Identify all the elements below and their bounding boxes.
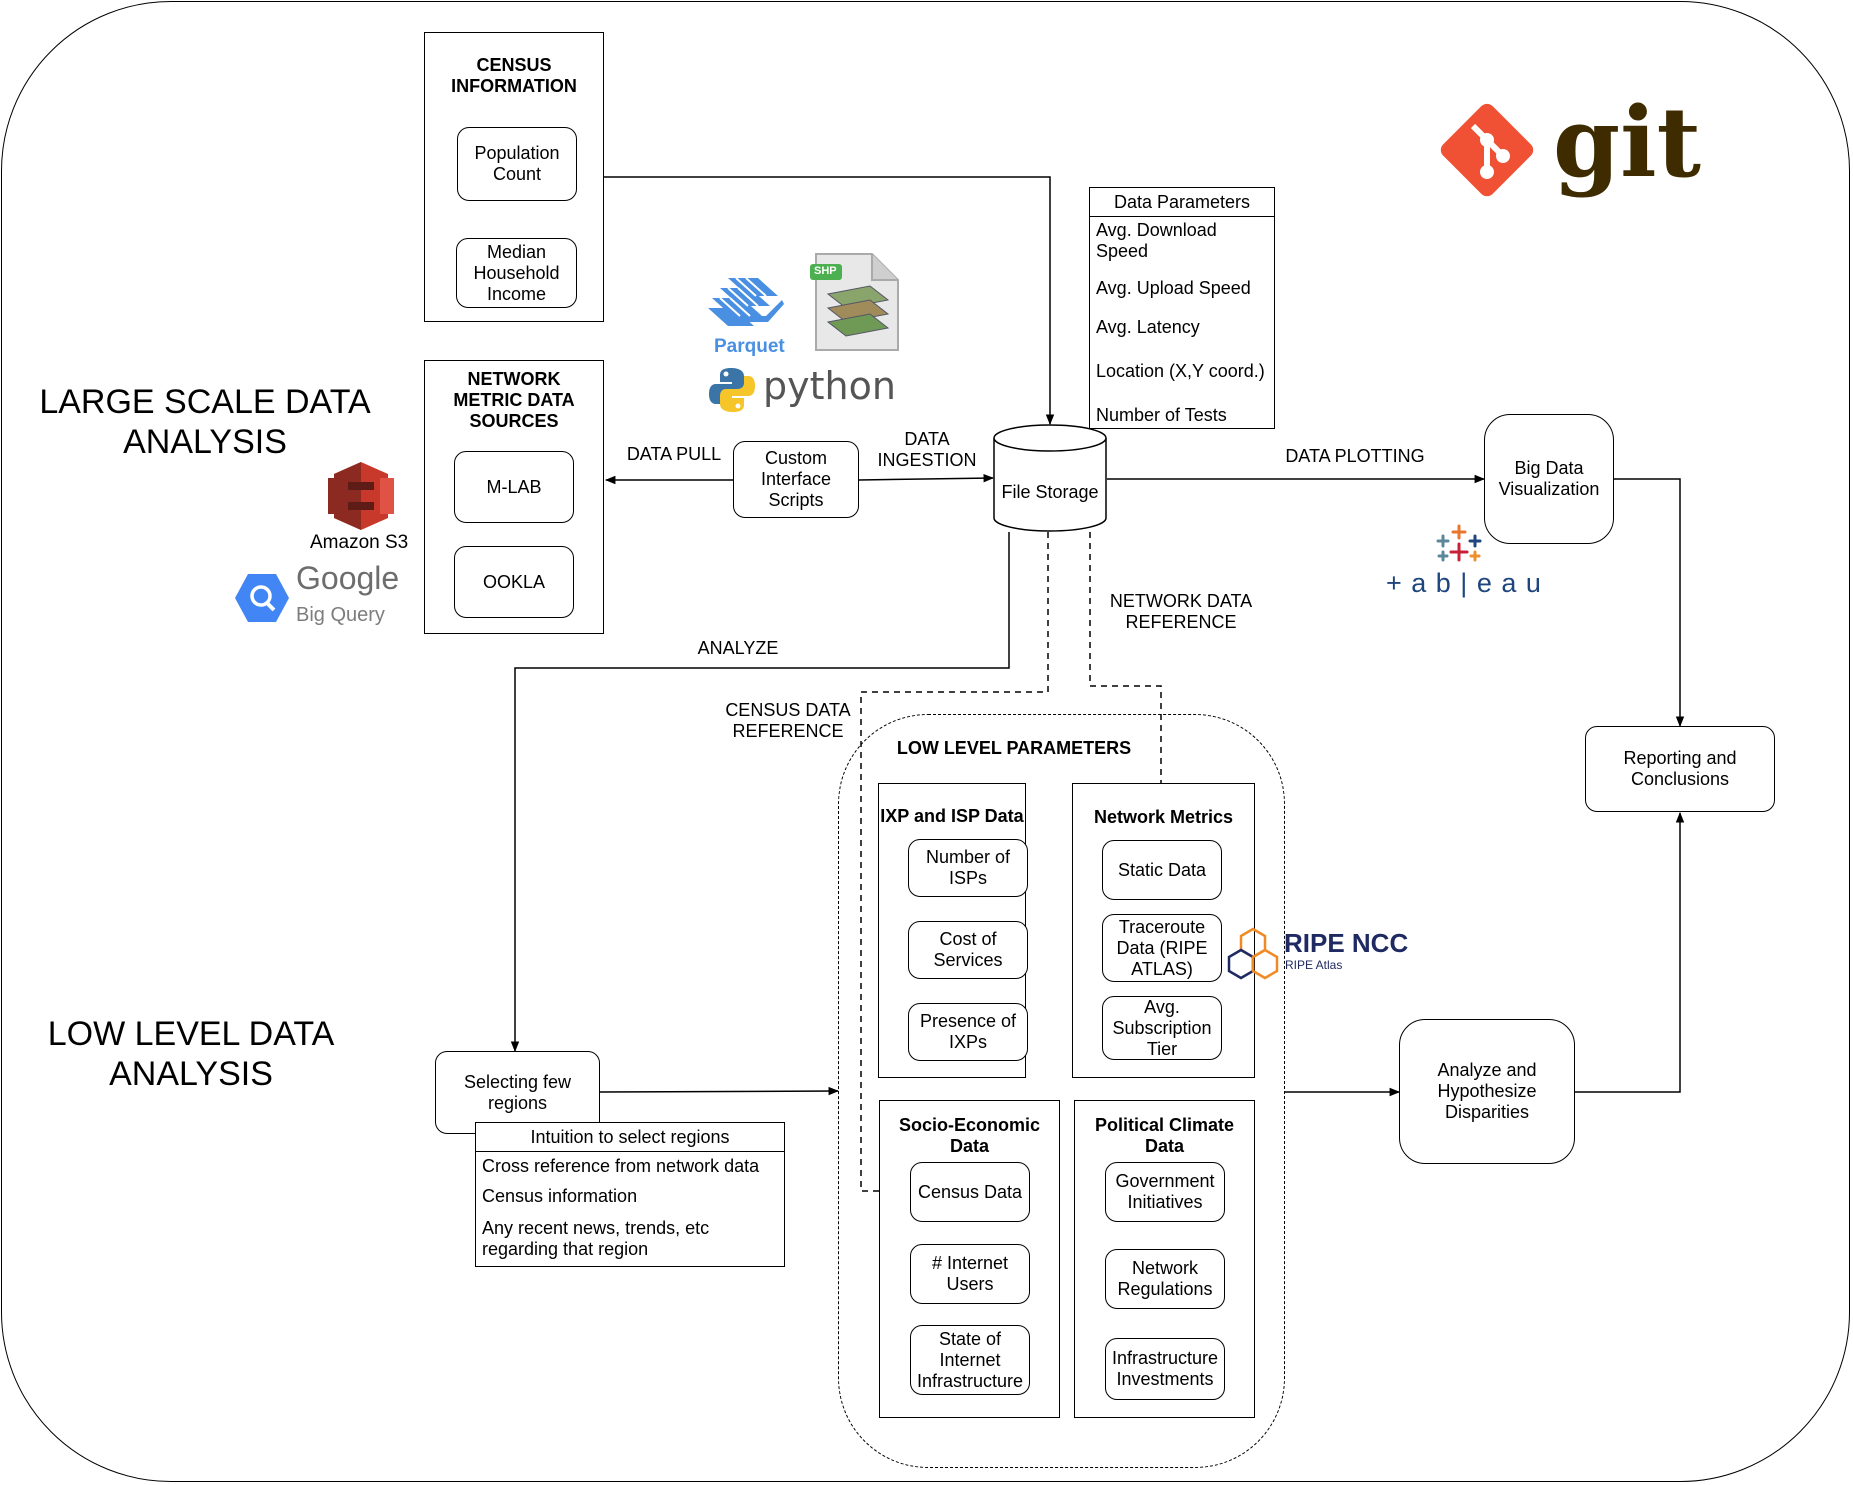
census-data: Census Data [910,1162,1030,1222]
network-sources-title: NETWORK METRIC DATA SOURCES [453,369,575,431]
selecting-regions: Selecting few regions [435,1051,600,1134]
cost-of-services: Cost of Services [908,921,1028,979]
param-upload: Avg. Upload Speed [1096,278,1251,298]
file-storage: File Storage [993,424,1107,534]
infrastructure-investments: Infrastructure Investments [1105,1338,1225,1400]
file-storage-cylinder-icon [993,424,1107,532]
low-level-parameters-title: LOW LEVEL PARAMETERS [896,738,1132,758]
socio-economic-title: Socio-Economic Data [898,1115,1041,1156]
git-logo: git [1435,88,1701,202]
edge-network-data-reference [1089,532,1166,840]
internet-users: # Internet Users [910,1244,1030,1304]
data-parameters-header: Data Parameters [1090,188,1274,217]
git-wordmark: git [1553,86,1701,199]
network-metrics-group: Network Metrics Static Data Traceroute D… [1072,783,1255,1078]
amazon-s3-label: Amazon S3 [310,532,409,553]
network-metrics-title: Network Metrics [1093,807,1234,827]
git-logo-icon [1440,103,1534,197]
edge-viz-to-reporting [1614,478,1685,728]
parquet-logo: Parquet [706,272,796,362]
label-network-data-reference: NETWORK DATA REFERENCE [1109,591,1253,632]
label-data-plotting: DATA PLOTTING [1285,446,1425,466]
edge-analyze-to-reporting [1575,811,1685,1093]
tableau-icon [1436,524,1482,562]
bigquery-icon [235,574,289,622]
ripe-atlas-label: RIPE Atlas [1285,958,1343,972]
shapefile-icon [810,253,899,351]
traceroute-data: Traceroute Data (RIPE ATLAS) [1102,914,1222,982]
ripe-ncc-wordmark: RIPE NCC [1284,928,1409,958]
socio-economic-group: Socio-Economic Data Census Data # Intern… [879,1100,1060,1418]
amazon-s3-logo: Amazon S3 [306,460,416,558]
census-title: CENSUS INFORMATION [451,55,577,96]
intuition-news: Any recent news, trends, etc regarding t… [482,1218,710,1259]
data-parameters-table: Data Parameters Avg. Download Speed Avg.… [1089,187,1275,429]
edge-regions-to-params [599,1086,840,1096]
parquet-label: Parquet [714,336,785,357]
tableau-logo: + a b | e a u [1386,522,1541,602]
label-census-data-reference: CENSUS DATA REFERENCE [725,700,851,741]
census-information-group: CENSUS INFORMATION Population Count Medi… [424,32,604,322]
param-download: Avg. Download Speed [1096,220,1217,261]
label-analyze: ANALYZE [697,638,779,658]
avg-subscription-tier: Avg. Subscription Tier [1102,996,1222,1060]
python-logo: python [708,364,896,418]
population-count: Population Count [457,127,577,201]
custom-interface-scripts: Custom Interface Scripts [733,441,859,518]
ixp-isp-group: IXP and ISP Data Number of ISPs Cost of … [878,783,1028,1078]
big-data-visualization: Big Data Visualization [1484,414,1614,544]
shapefile-logo: SHP [810,250,904,355]
file-storage-label: File Storage [1001,482,1099,502]
low-level-parameters-zone [838,714,1285,1468]
google-wordmark: Google [296,560,400,596]
section-large-scale: LARGE SCALE DATA ANALYSIS [39,383,371,461]
reporting-conclusions: Reporting and Conclusions [1585,726,1775,812]
ripe-ncc-logo: RIPE NCC RIPE Atlas [1226,924,1416,984]
section-low-level: LOW LEVEL DATA ANALYSIS [47,1015,335,1093]
edge-data-ingestion [858,473,995,483]
intuition-table: Intuition to select regions Cross refere… [475,1122,785,1267]
python-logo-icon [709,368,755,412]
intuition-cross-reference: Cross reference from network data [482,1156,760,1176]
bigquery-logo: Google Big Query [234,560,404,630]
government-initiatives: Government Initiatives [1105,1162,1225,1222]
state-of-internet-infrastructure: State of Internet Infrastructure [910,1325,1030,1395]
mlab-source: M-LAB [454,451,574,523]
label-data-pull: DATA PULL [626,444,722,464]
analyze-hypothesize: Analyze and Hypothesize Disparities [1399,1019,1575,1164]
tableau-wordmark: + a b | e a u [1386,568,1542,598]
edge-census-to-storage [604,176,1055,426]
edge-census-data-reference [860,532,1049,1196]
number-of-isps: Number of ISPs [908,839,1028,897]
edge-analyze [510,532,1010,1053]
intuition-header: Intuition to select regions [476,1123,784,1152]
intuition-census: Census information [482,1186,638,1206]
shp-label: SHP [814,265,837,277]
param-tests: Number of Tests [1096,405,1227,425]
ixp-isp-title: IXP and ISP Data [880,806,1024,826]
median-household-income: Median Household Income [456,238,577,308]
political-climate-group: Political Climate Data Government Initia… [1074,1100,1255,1418]
amazon-s3-icon [328,462,394,530]
param-location: Location (X,Y coord.) [1096,361,1265,381]
big-query-label: Big Query [296,604,385,626]
param-latency: Avg. Latency [1096,317,1200,337]
python-wordmark: python [763,364,896,408]
static-data: Static Data [1102,840,1222,900]
ookla-source: OOKLA [454,546,574,618]
ripe-ncc-icon [1227,927,1279,980]
political-climate-title: Political Climate Data [1094,1115,1235,1156]
parquet-logo-icon [708,277,784,326]
network-sources-group: NETWORK METRIC DATA SOURCES M-LAB OOKLA [424,360,604,634]
presence-of-ixps: Presence of IXPs [908,1003,1028,1061]
label-data-ingestion: DATA INGESTION [877,429,977,470]
network-regulations: Network Regulations [1105,1249,1225,1309]
